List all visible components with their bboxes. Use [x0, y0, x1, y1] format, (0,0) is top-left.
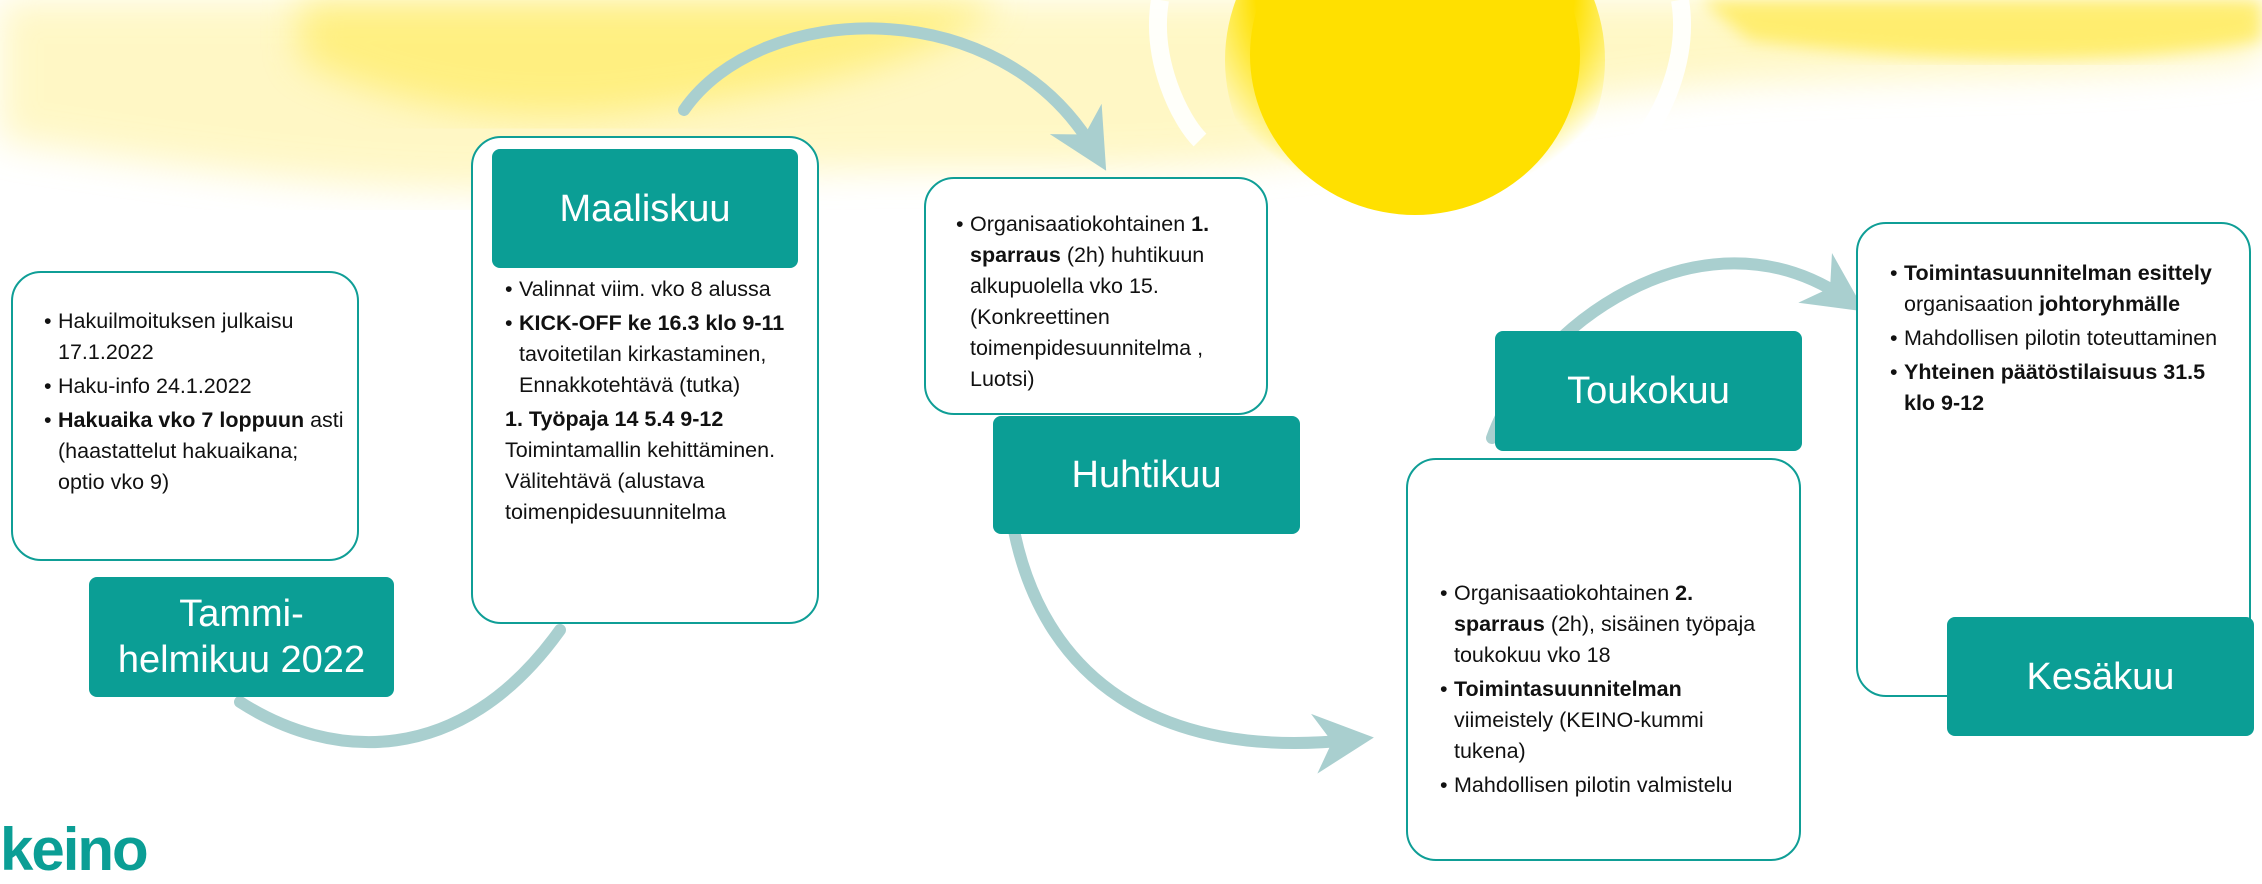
stage-content-huhti: Organisaatiokohtainen 1. sparraus (2h) h… — [956, 209, 1256, 398]
bullet-item: Organisaatiokohtainen 1. sparraus (2h) h… — [956, 209, 1256, 395]
stage-label-tammi: Tammi- helmikuu 2022 — [89, 577, 394, 697]
bullet-text: Mahdollisen pilotin toteuttaminen — [1904, 326, 2218, 350]
bullet-text: organisaation — [1904, 292, 2040, 316]
stage-content-tammi: Hakuilmoituksen julkaisu 17.1.2022Haku-i… — [44, 306, 344, 501]
bullet-text: Haku-info 24.1.2022 — [58, 374, 252, 398]
bullet-text: Valinnat viim. vko 8 alussa — [519, 277, 771, 301]
stage-label-kesa: Kesäkuu — [1947, 617, 2254, 736]
flow-arrow-2 — [678, 22, 1107, 171]
bullet-item: 1. Työpaja 14 5.4 9-12 Toimintamallin ke… — [505, 404, 805, 528]
bullet-text: Hakuaika vko 7 loppuun — [58, 408, 305, 432]
bullet-text: (2h), sisäinen työpaja toukokuu vko 18 — [1454, 612, 1756, 667]
bullet-item: Toimintasuunnitelman esittely organisaat… — [1890, 258, 2230, 320]
bullet-text: Organisaatiokohtainen — [970, 212, 1192, 236]
bullet-item: Valinnat viim. vko 8 alussa — [505, 274, 805, 305]
bullet-item: Toimintasuunnitelman viimeistely (KEINO-… — [1440, 674, 1775, 767]
bullet-text: Toimintasuunnitelman esittely — [1904, 261, 2212, 285]
bullet-item: Haku-info 24.1.2022 — [44, 371, 344, 402]
bullet-text: asti (haastattelut hakuaikana; optio vko… — [58, 408, 344, 494]
bullet-text: Toimintasuunnitelman — [1454, 677, 1682, 701]
stage-content-touko: Organisaatiokohtainen 2. sparraus (2h), … — [1440, 578, 1775, 804]
bullet-list: Toimintasuunnitelman esittely organisaat… — [1890, 258, 2230, 419]
bullet-text: viimeistely (KEINO-kummi tukena) — [1454, 708, 1704, 763]
bullet-text: tavoitetilan kirkastaminen, Ennakkotehtä… — [519, 342, 767, 397]
stage-label-huhti: Huhtikuu — [993, 416, 1300, 534]
bullet-list: Organisaatiokohtainen 2. sparraus (2h), … — [1440, 578, 1775, 801]
flow-arrow-1 — [234, 624, 566, 749]
flow-arrow-3 — [1006, 514, 1374, 774]
bullet-item: Organisaatiokohtainen 2. sparraus (2h), … — [1440, 578, 1775, 671]
bullet-list: Valinnat viim. vko 8 alussaKICK-OFF ke 1… — [505, 274, 805, 528]
bullet-text: Organisaatiokohtainen — [1454, 581, 1676, 605]
stage-content-maalis: Valinnat viim. vko 8 alussaKICK-OFF ke 1… — [505, 274, 805, 531]
bullet-item: Mahdollisen pilotin valmistelu — [1440, 770, 1775, 801]
bullet-text: johtoryhmälle — [2039, 292, 2181, 316]
bullet-text: 1. sparraus — [970, 212, 1210, 267]
bullet-text: KICK-OFF ke 16.3 klo 9-11 — [519, 311, 785, 335]
bullet-text: (2h) huhtikuun alkupuolella vko 15. (Kon… — [970, 243, 1205, 391]
bullet-item: Hakuilmoituksen julkaisu 17.1.2022 — [44, 306, 344, 368]
bullet-text: Mahdollisen pilotin valmistelu — [1454, 773, 1733, 797]
bullet-item: Yhteinen päätöstilaisuus 31.5 klo 9-12 — [1890, 357, 2230, 419]
bullet-text: Hakuilmoituksen julkaisu 17.1.2022 — [58, 309, 294, 364]
stage-label-maalis: Maaliskuu — [492, 149, 798, 268]
bullet-text: 2. sparraus — [1454, 581, 1694, 636]
bullet-list: Organisaatiokohtainen 1. sparraus (2h) h… — [956, 209, 1256, 395]
bullet-text: 1. Työpaja 14 5.4 9-12 — [505, 407, 724, 431]
bullet-text: Toimintamallin kehittäminen. Välitehtävä… — [505, 438, 776, 524]
bullet-text: Yhteinen päätöstilaisuus 31.5 klo 9-12 — [1904, 360, 2206, 415]
stage-content-kesa: Toimintasuunnitelman esittely organisaat… — [1890, 258, 2230, 422]
bullet-list: Hakuilmoituksen julkaisu 17.1.2022Haku-i… — [44, 306, 344, 498]
bullet-item: Hakuaika vko 7 loppuun asti (haastattelu… — [44, 405, 344, 498]
bullet-item: Mahdollisen pilotin toteuttaminen — [1890, 323, 2230, 354]
stage-label-touko: Toukokuu — [1495, 331, 1802, 451]
keino-logo: keino — [0, 816, 149, 883]
bullet-item: KICK-OFF ke 16.3 klo 9-11 tavoitetilan k… — [505, 308, 805, 401]
